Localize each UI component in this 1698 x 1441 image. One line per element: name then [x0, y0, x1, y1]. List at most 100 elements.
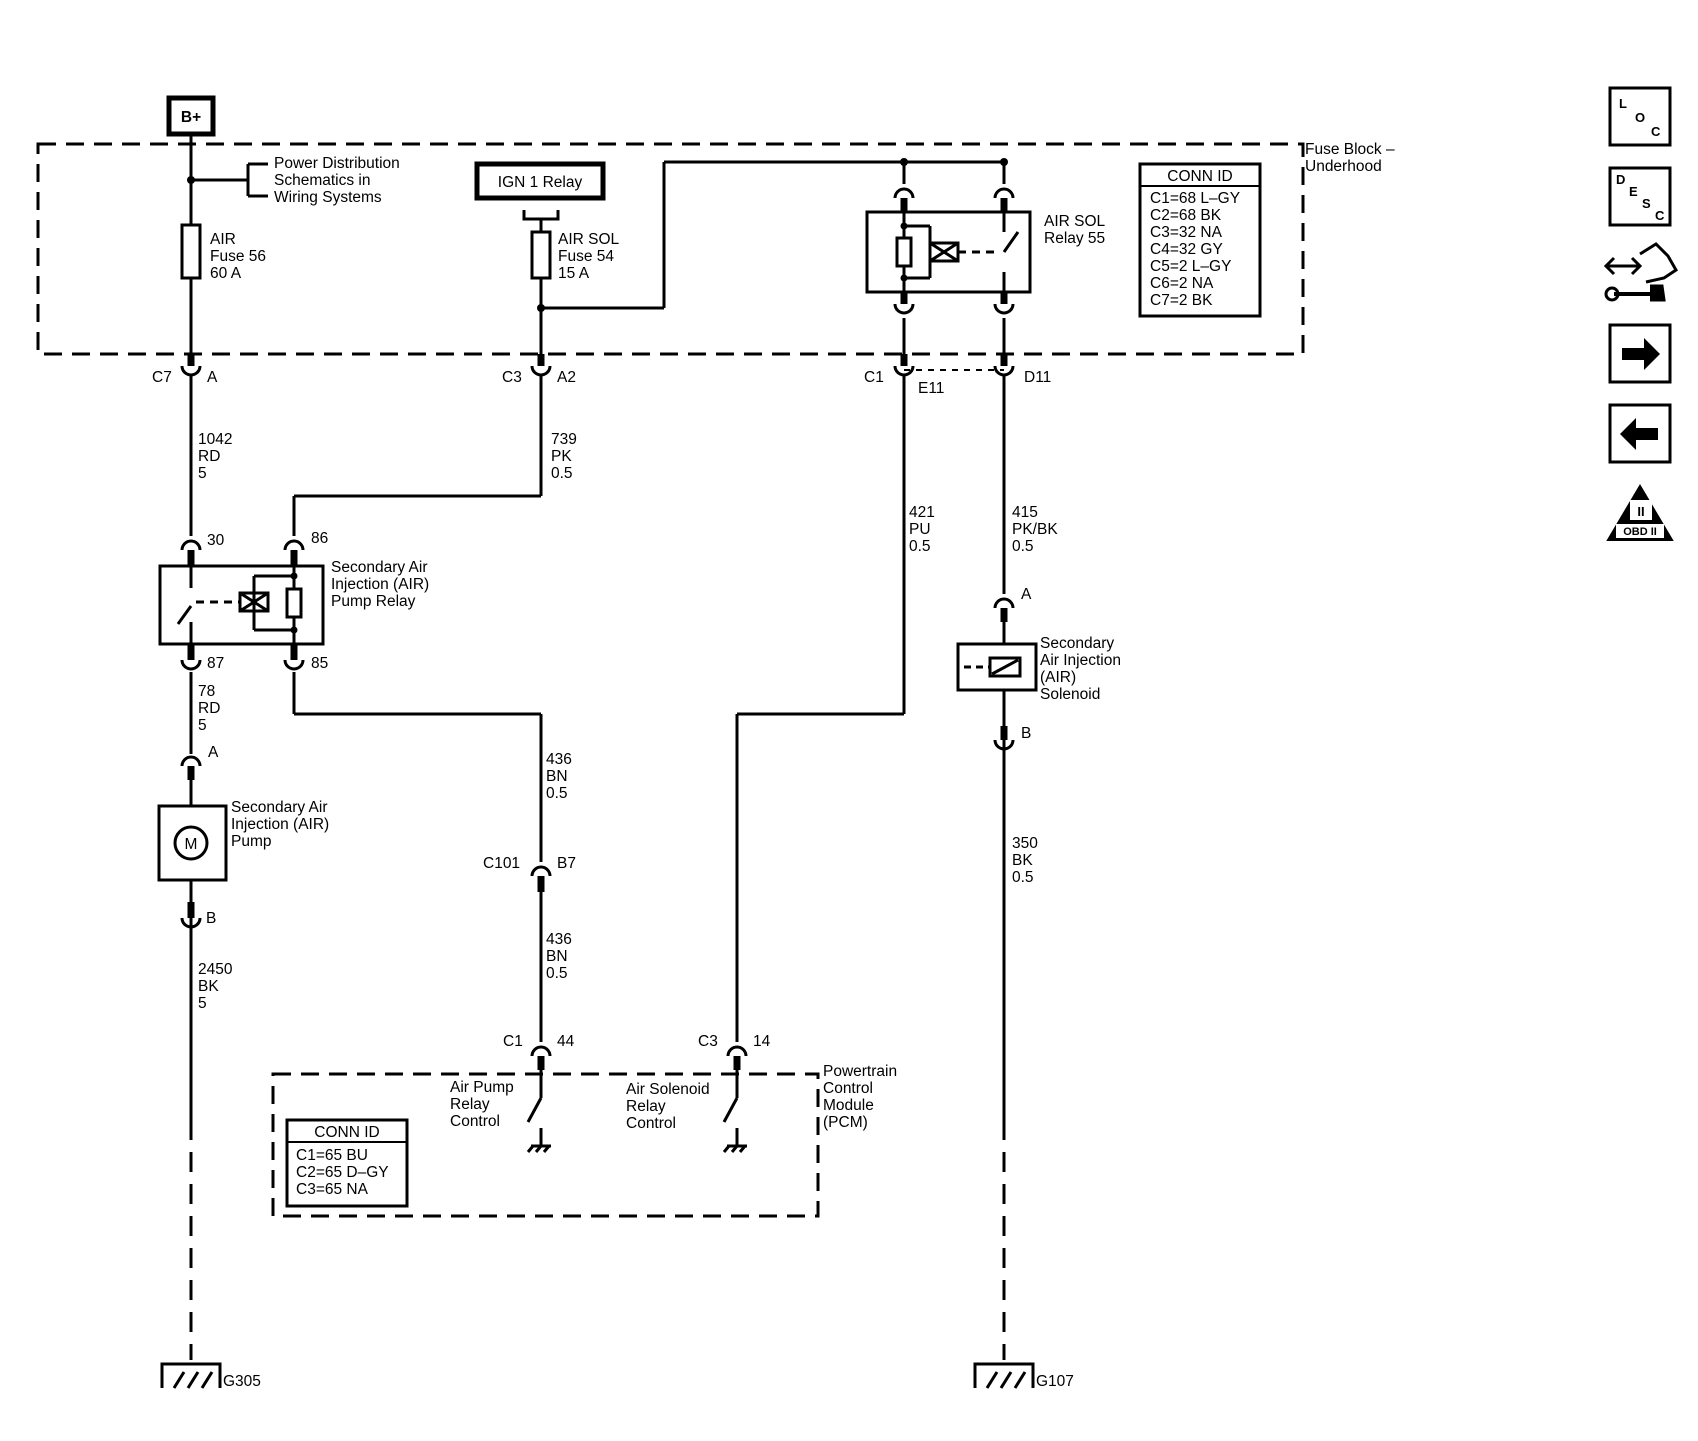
desc-letter: D: [1616, 172, 1625, 187]
wire-350: BK: [1012, 852, 1033, 869]
description-icon[interactable]: D E S C: [1608, 166, 1672, 227]
pin-85: 85: [311, 655, 328, 672]
conn-id-title: CONN ID: [1167, 168, 1232, 185]
air-fuse-label: AIR: [210, 231, 236, 248]
conn-id-row: C1=68 L–GY: [1150, 190, 1240, 207]
pin-a2: A2: [557, 369, 576, 386]
bplus-box: [166, 95, 216, 137]
pump-control-label: Relay: [450, 1096, 490, 1113]
air-sol-fuse-label: Fuse 54: [558, 248, 614, 265]
wire-415: PK/BK: [1012, 521, 1058, 538]
pcm-conn-id-row: C2=65 D–GY: [296, 1164, 389, 1181]
desc-letter: E: [1629, 184, 1638, 199]
wire-1042: RD: [198, 448, 220, 465]
wire-436: 0.5: [546, 965, 568, 982]
g305-label: G305: [223, 1373, 261, 1390]
g107-label: G107: [1036, 1373, 1074, 1390]
wire-436: 436: [546, 931, 572, 948]
loc-letter: C: [1651, 124, 1661, 139]
pcm-label: Module: [823, 1097, 874, 1114]
connector-c101: C101: [483, 855, 520, 872]
wire-739: 739: [551, 431, 577, 448]
conn-id-row: C4=32 GY: [1150, 241, 1223, 258]
connector-cups: [180, 187, 1015, 1070]
pump-control-label: Control: [450, 1113, 500, 1130]
obd-ii-icon[interactable]: II OBD II: [1606, 484, 1674, 541]
solenoid-control-label: Relay: [626, 1098, 666, 1115]
pcm-conn-id-row: C3=65 NA: [296, 1181, 369, 1198]
solenoid-label: (AIR): [1040, 669, 1076, 686]
obd-numeral: II: [1637, 504, 1644, 519]
splice-dots: [187, 158, 1008, 312]
wire-1042: 1042: [198, 431, 232, 448]
wire-415: 0.5: [1012, 538, 1034, 555]
pump-relay-label: Injection (AIR): [331, 576, 429, 593]
loc-letter: L: [1619, 96, 1627, 111]
conn-id-row: C5=2 L–GY: [1150, 258, 1231, 275]
wire-78: 78: [198, 683, 215, 700]
pump-label: Pump: [231, 833, 272, 850]
pump-relay-contacts: [290, 572, 298, 634]
pcm-label: Control: [823, 1080, 873, 1097]
solenoid-label: Air Injection: [1040, 652, 1121, 669]
wire-350: 350: [1012, 835, 1038, 852]
pcm-conn-id-title: CONN ID: [314, 1124, 379, 1141]
air-sol-fuse-label: AIR SOL: [558, 231, 620, 248]
pump-relay-label: Pump Relay: [331, 593, 416, 610]
pump-label: Injection (AIR): [231, 816, 329, 833]
air-sol-relay-55: [865, 210, 1032, 294]
ign-relay-bracket: [522, 210, 560, 221]
power-dist-note: Power Distribution: [274, 155, 400, 172]
wire-1042: 5: [198, 465, 207, 482]
wire-739: 0.5: [551, 465, 573, 482]
pump-relay-label: Secondary Air: [331, 559, 428, 576]
wire-436: 0.5: [546, 785, 568, 802]
connector-tool-icon[interactable]: [1603, 242, 1678, 302]
ign-relay-box: [474, 161, 606, 201]
pin-44: 44: [557, 1033, 575, 1050]
pcm-conn-id-row: C1=65 BU: [296, 1147, 368, 1164]
wire-2450: BK: [198, 978, 219, 995]
location-icon[interactable]: L O C: [1608, 86, 1672, 147]
solenoid-label: Solenoid: [1040, 686, 1100, 703]
pin-14: 14: [753, 1033, 771, 1050]
air-pump-relay: [158, 564, 325, 646]
power-dist-note: Schematics in: [274, 172, 370, 189]
conn-id-row: C6=2 NA: [1150, 275, 1214, 292]
loc-letter: O: [1635, 110, 1645, 125]
conn-id-row: C2=68 BK: [1150, 207, 1222, 224]
pump-label: Secondary Air: [231, 799, 328, 816]
air-fuse-label: 60 A: [210, 265, 242, 282]
connector-c7: C7: [152, 369, 172, 386]
pcm-switches: [526, 1097, 747, 1153]
pin-30: 30: [207, 532, 225, 549]
next-arrow-icon[interactable]: [1608, 323, 1672, 384]
wire-421: 0.5: [909, 538, 931, 555]
wire-421: PU: [909, 521, 931, 538]
air-sol-relay-contacts: [900, 222, 908, 282]
pin-b: B: [1021, 725, 1031, 742]
wires: [189, 135, 1006, 1120]
pin-d11: D11: [1024, 369, 1051, 386]
conn-id-row: C7=2 BK: [1150, 292, 1213, 309]
pump-control-label: Air Pump: [450, 1079, 514, 1096]
pcm-outline: [271, 1072, 820, 1218]
air-sol-fuse-54: [530, 230, 552, 280]
pin-a: A: [208, 744, 219, 761]
air-fuse-label: Fuse 56: [210, 248, 266, 265]
air-sol-fuse-label: 15 A: [558, 265, 590, 282]
wire-350: 0.5: [1012, 869, 1034, 886]
air-sol-relay-label: Relay 55: [1044, 230, 1105, 247]
ground-symbols: [160, 1362, 1035, 1389]
motor-icon: [173, 825, 209, 861]
wire-739: PK: [551, 448, 572, 465]
previous-arrow-icon[interactable]: [1608, 403, 1672, 464]
fuse-block-conn-id-box: [1138, 162, 1262, 318]
wire-436: 436: [546, 751, 572, 768]
fuse-block-label: Fuse Block –: [1305, 141, 1395, 158]
solenoid-control-label: Air Solenoid: [626, 1081, 710, 1098]
air-sol-relay-label: AIR SOL: [1044, 213, 1106, 230]
pin-a: A: [1021, 586, 1032, 603]
wire-415: 415: [1012, 504, 1038, 521]
wire-78: 5: [198, 717, 207, 734]
